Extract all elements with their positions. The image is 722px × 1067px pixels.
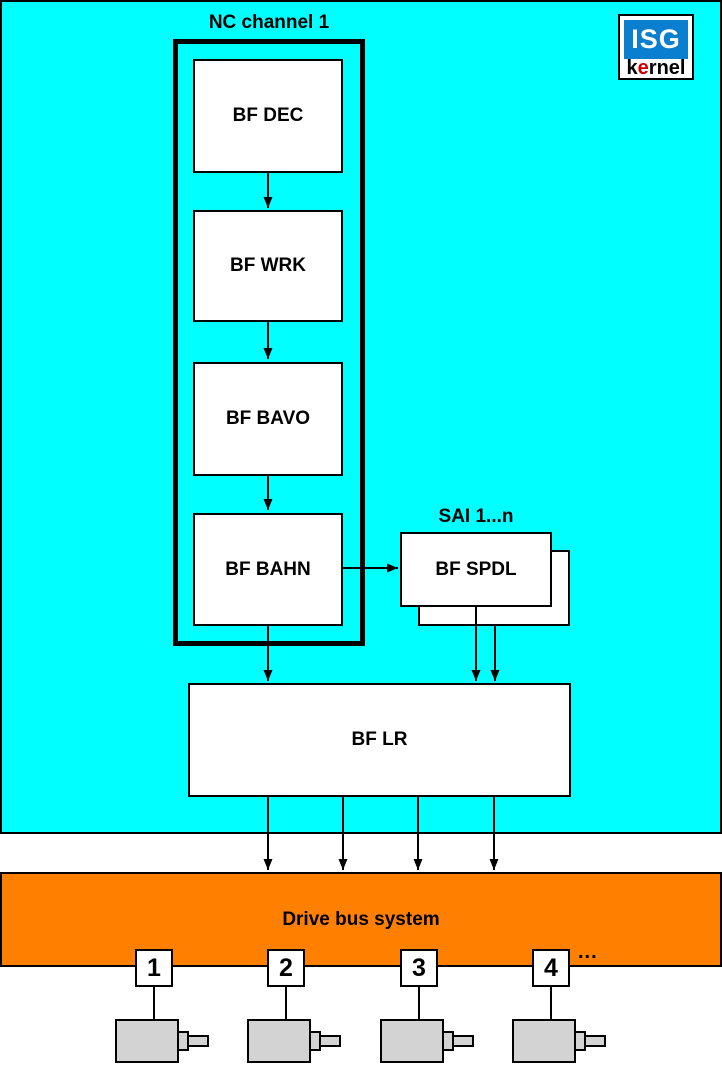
isg-logo-mark: ISG (624, 20, 688, 59)
motor-shaft (319, 1035, 341, 1047)
motor-icon (247, 1019, 347, 1067)
isg-logo-wordmark: kernel (626, 57, 686, 79)
motor-icon (512, 1019, 612, 1067)
drive-bus-bar: Drive bus system (0, 872, 722, 967)
sai-label: SAI 1...n (438, 506, 514, 527)
motor-body (247, 1019, 311, 1063)
motor-body (115, 1019, 179, 1063)
drive-bus-label: Drive bus system (282, 908, 440, 930)
block-bf-bavo: BF BAVO (193, 362, 343, 476)
motor-icon (115, 1019, 215, 1067)
motor-shaft (584, 1035, 606, 1047)
drive-address-box-3: 3 (400, 949, 438, 987)
isg-kernel-logo: ISG kernel (618, 14, 694, 80)
drive-address-box-1: 1 (135, 949, 173, 987)
nc-channel-frame (173, 39, 365, 646)
drive-address-box-4: 4 (532, 949, 570, 987)
nc-channel-title: NC channel 1 (208, 12, 330, 33)
drive-address-box-2: 2 (267, 949, 305, 987)
motor-icon (380, 1019, 480, 1067)
motor-body (380, 1019, 444, 1063)
motor-shaft (452, 1035, 474, 1047)
block-bf-spdl: BF SPDL (400, 532, 552, 607)
block-bf-dec: BF DEC (193, 59, 343, 173)
block-bf-lr: BF LR (188, 683, 571, 797)
block-bf-wrk: BF WRK (193, 210, 343, 322)
motor-body (512, 1019, 576, 1063)
drive-ellipsis: ... (578, 941, 598, 963)
block-bf-bahn: BF BAHN (193, 513, 343, 626)
motor-shaft (187, 1035, 209, 1047)
